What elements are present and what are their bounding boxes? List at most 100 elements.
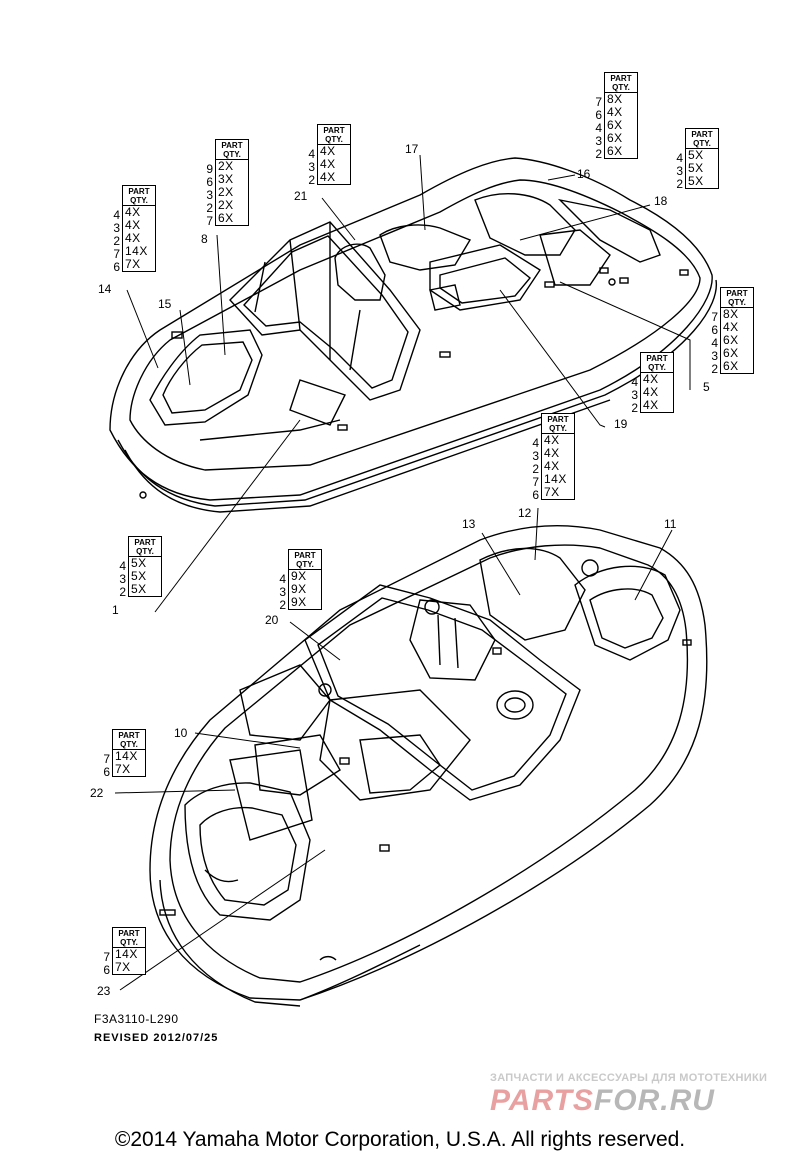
qty-cell: 6X: [607, 118, 623, 132]
qty-cell: 4X: [125, 231, 141, 245]
qty-cell: 4X: [320, 144, 336, 158]
qty-cell: 7X: [544, 485, 560, 499]
callout-17: 17: [405, 142, 419, 156]
qty-cell: 8X: [607, 92, 623, 106]
qty-cell: 14X: [125, 244, 148, 258]
lower-boat: [149, 525, 708, 1007]
qty-cell: 4X: [607, 105, 623, 119]
callout-11: 11: [664, 517, 677, 531]
callout-14: 14: [98, 282, 112, 296]
copyright-notice: ©2014 Yamaha Motor Corporation, U.S.A. A…: [114, 1128, 686, 1151]
qty-cell: 2X: [218, 185, 234, 199]
qty-cell: 4X: [643, 372, 659, 386]
qty-cell: 9X: [291, 582, 307, 596]
qty-cell: 4X: [544, 433, 560, 447]
qty-cell: 9X: [291, 595, 307, 609]
qty-cell: 7X: [115, 960, 131, 974]
callout-21: 21: [294, 189, 308, 203]
callout-1: 1: [112, 603, 119, 617]
callout-15: 15: [158, 297, 172, 311]
diagram-code: F3A3110-L290: [94, 1012, 179, 1026]
callout-23: 23: [97, 984, 111, 998]
watermark-logo-part-a: PARTS: [490, 1084, 594, 1117]
qty-cell: 14X: [544, 472, 567, 486]
qty-cell: 5X: [131, 569, 147, 583]
qty-cell: 4X: [125, 218, 141, 232]
callout-19: 19: [614, 417, 628, 431]
callout-22: 22: [90, 786, 104, 800]
qty-cell: 5X: [688, 148, 704, 162]
qty-cell: 6X: [218, 211, 234, 225]
qty-cell: 4X: [320, 170, 336, 184]
callout-20: 20: [265, 613, 279, 627]
qty-cell: 3X: [218, 172, 234, 186]
watermark-logo-part-b: FOR.RU: [593, 1084, 715, 1117]
watermark-tagline: ЗАПЧАСТИ И АКСЕССУАРЫ ДЛЯ МОТОТЕХНИКИ: [490, 1072, 768, 1084]
qty-cell: 14X: [115, 947, 138, 961]
qty-cell: 6X: [723, 346, 739, 360]
callout-5: 5: [703, 380, 710, 394]
qty-cell: 6X: [607, 144, 623, 158]
qty-cell: 7X: [115, 762, 131, 776]
qty-cell: 4X: [643, 398, 659, 412]
qty-cell: 4X: [544, 446, 560, 460]
upper-boat: [109, 157, 718, 513]
callout-8: 8: [201, 232, 208, 246]
qty-cell: 5X: [131, 556, 147, 570]
qty-cell: 5X: [131, 582, 147, 596]
qty-cell: 6X: [607, 131, 623, 145]
qty-cell: 2X: [218, 159, 234, 173]
watermark-logo: PARTSFOR.RU: [490, 1084, 715, 1118]
revision-date: REVISED 2012/07/25: [94, 1032, 219, 1044]
leader-lines: [114, 154, 691, 991]
qty-cell: 8X: [723, 307, 739, 321]
callout-18: 18: [654, 194, 668, 208]
callout-12: 12: [518, 506, 532, 520]
callout-13: 13: [462, 517, 476, 531]
qty-cell: 9X: [291, 569, 307, 583]
callout-16: 16: [577, 167, 591, 181]
qty-cell: 4X: [643, 385, 659, 399]
qty-cell: 7X: [125, 257, 141, 271]
qty-cell: 14X: [115, 749, 138, 763]
qty-cell: 5X: [688, 161, 704, 175]
qty-cell: 6X: [723, 333, 739, 347]
qty-cell: 2X: [218, 198, 234, 212]
qty-cell: 4X: [125, 205, 141, 219]
callout-10: 10: [174, 726, 188, 740]
qty-cell: 4X: [544, 459, 560, 473]
